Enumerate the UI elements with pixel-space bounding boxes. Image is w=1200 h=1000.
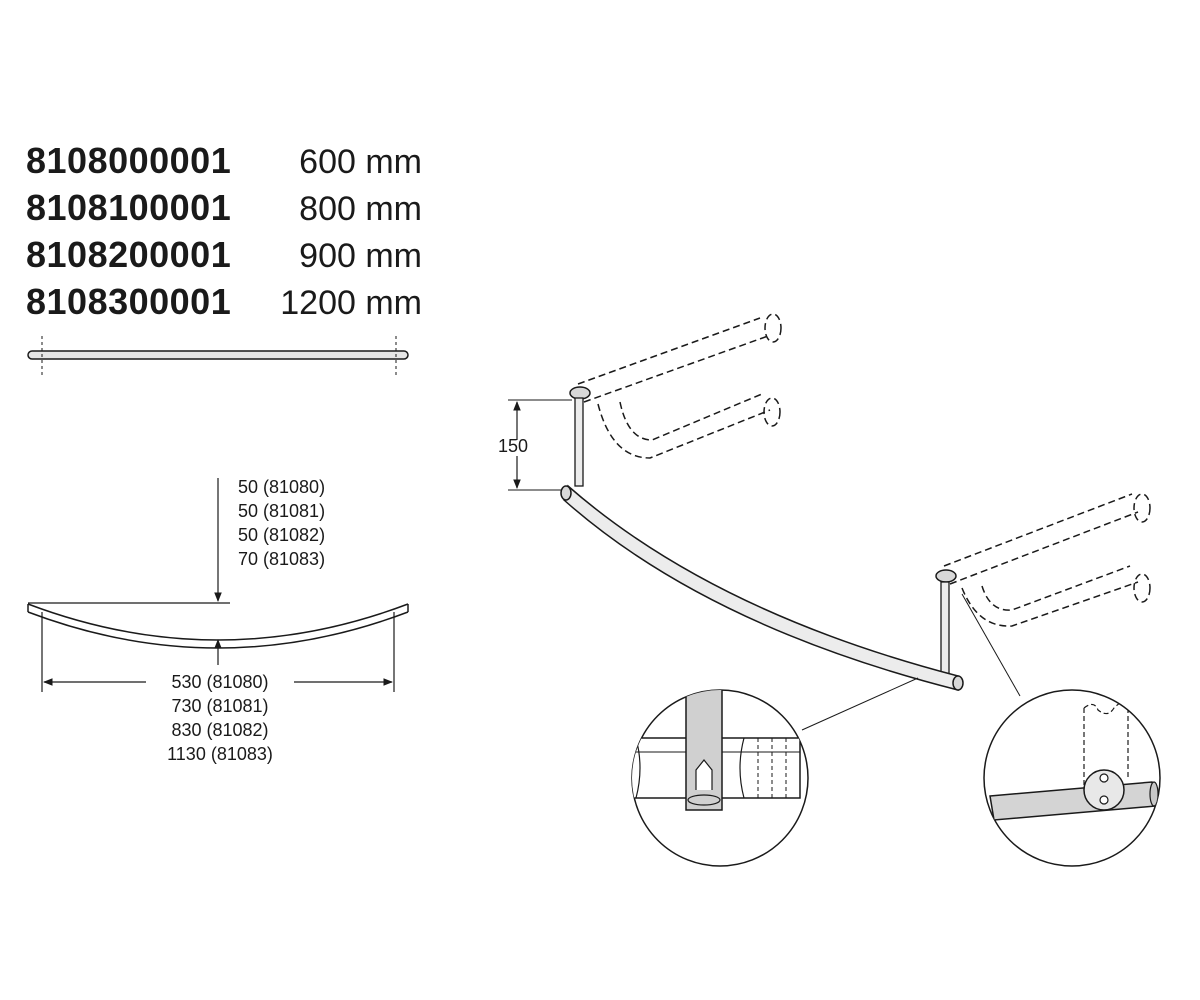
part-size: 600 mm bbox=[299, 143, 422, 181]
span-label: 830 (81082) bbox=[171, 720, 268, 740]
part-row: 8108100001 800 mm bbox=[26, 187, 422, 234]
part-row: 8108300001 1200 mm bbox=[26, 281, 422, 328]
part-code: 8108200001 bbox=[26, 234, 232, 275]
part-size: 1200 mm bbox=[280, 284, 422, 322]
span-label: 530 (81080) bbox=[171, 672, 268, 692]
part-code: 8108100001 bbox=[26, 187, 232, 228]
assembly-view bbox=[508, 313, 1151, 731]
detail-circle-right bbox=[983, 689, 1161, 867]
height-label: 150 bbox=[498, 436, 528, 456]
rail-side-view bbox=[27, 336, 409, 376]
sag-label: 50 (81081) bbox=[238, 501, 325, 521]
sag-label: 50 (81082) bbox=[238, 525, 325, 545]
curved-rail-view bbox=[27, 478, 409, 692]
part-row: 8108200001 900 mm bbox=[26, 234, 422, 281]
part-code: 8108300001 bbox=[26, 281, 232, 322]
span-label: 1130 (81083) bbox=[167, 744, 273, 764]
part-size: 800 mm bbox=[299, 190, 422, 228]
sag-label: 70 (81083) bbox=[238, 549, 325, 569]
detail-circle-left bbox=[631, 689, 809, 867]
sag-label: 50 (81080) bbox=[238, 477, 325, 497]
part-code: 8108000001 bbox=[26, 140, 232, 181]
span-label: 730 (81081) bbox=[171, 696, 268, 716]
part-size: 900 mm bbox=[299, 237, 422, 275]
part-row: 8108000001 600 mm bbox=[26, 140, 422, 187]
part-table: 8108000001 600 mm 8108100001 800 mm 8108… bbox=[26, 140, 422, 328]
